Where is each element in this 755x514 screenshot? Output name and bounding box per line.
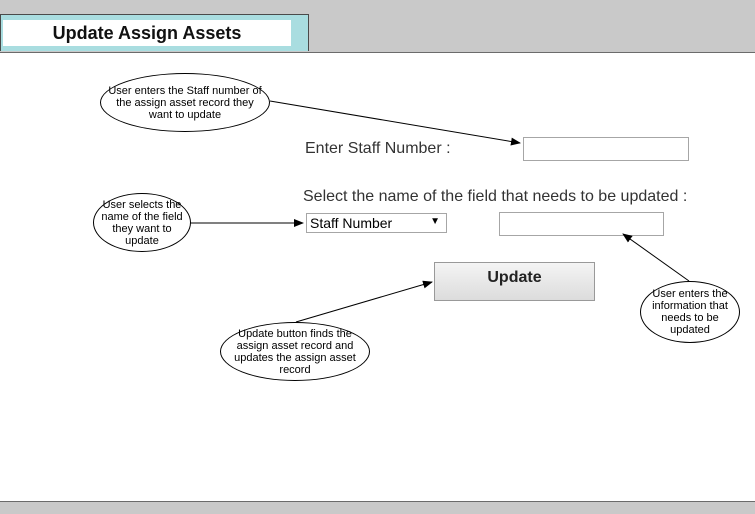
bottom-bar [0,501,755,514]
callout-staff-number: User enters the Staff number of the assi… [100,73,270,132]
callout-update-button-text: Update button finds the assign asset rec… [234,327,356,376]
arrow-to-update-button [295,280,433,323]
callout-new-value: User enters the information that needs t… [640,281,740,343]
field-select[interactable]: Staff Number ▼ [306,213,447,233]
callout-field-select: User selects the name of the field they … [93,193,191,252]
new-value-input[interactable] [499,212,664,236]
callout-new-value-text: User enters the information that needs t… [652,288,728,336]
callout-staff-number-text: User enters the Staff number of the assi… [108,84,262,121]
arrow-to-new-value-input [622,233,690,282]
staff-number-input[interactable] [523,137,689,161]
callout-update-button: Update button finds the assign asset rec… [220,322,370,381]
update-button[interactable]: Update [434,262,595,301]
staff-number-label: Enter Staff Number : [305,140,451,157]
top-bar: Update Assign Assets [0,0,755,53]
dropdown-arrow-icon: ▼ [430,216,440,227]
title-tab: Update Assign Assets [0,14,309,51]
field-select-value: Staff Number [310,215,393,231]
field-select-label: Select the name of the field that needs … [303,188,688,205]
page-title: Update Assign Assets [3,20,291,46]
callout-field-select-text: User selects the name of the field they … [101,198,183,247]
arrow-to-staff-input [269,100,521,146]
